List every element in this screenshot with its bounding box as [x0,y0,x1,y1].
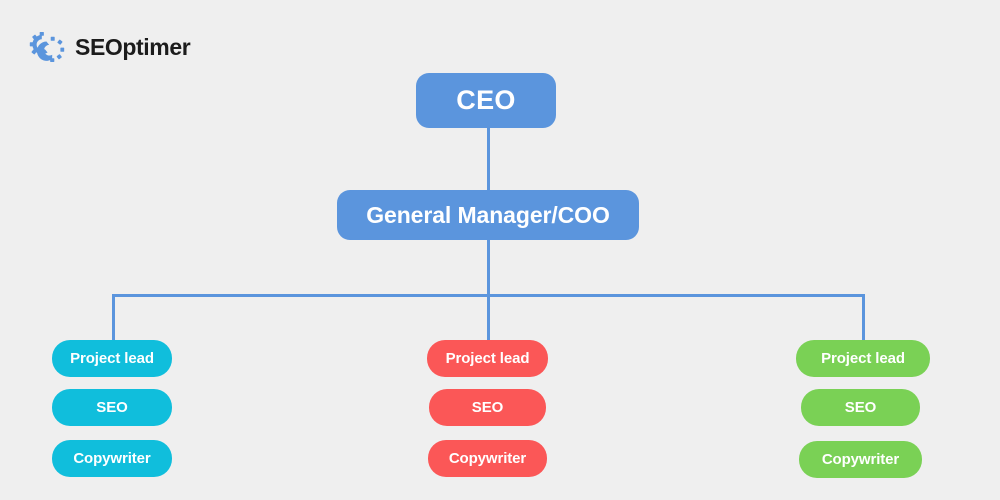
node-team-one-seo[interactable]: SEO [52,389,172,426]
node-team-two-project-lead[interactable]: Project lead [427,340,548,377]
connector-drop-team-two [487,294,490,342]
brand-logo: SEOptimer [28,28,191,66]
brand-name: SEOptimer [75,33,191,60]
connector-gm-trunk [487,240,490,297]
connector-ceo-to-gm [487,128,490,191]
connector-drop-team-three [862,294,865,342]
node-team-two-copywriter[interactable]: Copywriter [428,440,547,477]
node-team-one-project-lead[interactable]: Project lead [52,340,172,377]
node-team-one-copywriter[interactable]: Copywriter [52,440,172,477]
node-team-two-seo[interactable]: SEO [429,389,546,426]
node-team-three-seo[interactable]: SEO [801,389,920,426]
node-team-three-project-lead[interactable]: Project lead [796,340,930,377]
node-ceo[interactable]: CEO [416,73,556,128]
node-general-manager-coo[interactable]: General Manager/COO [337,190,639,240]
node-team-three-copywriter[interactable]: Copywriter [799,441,922,478]
connector-drop-team-one [112,294,115,342]
seoptimer-gears-logo-icon [29,31,65,63]
